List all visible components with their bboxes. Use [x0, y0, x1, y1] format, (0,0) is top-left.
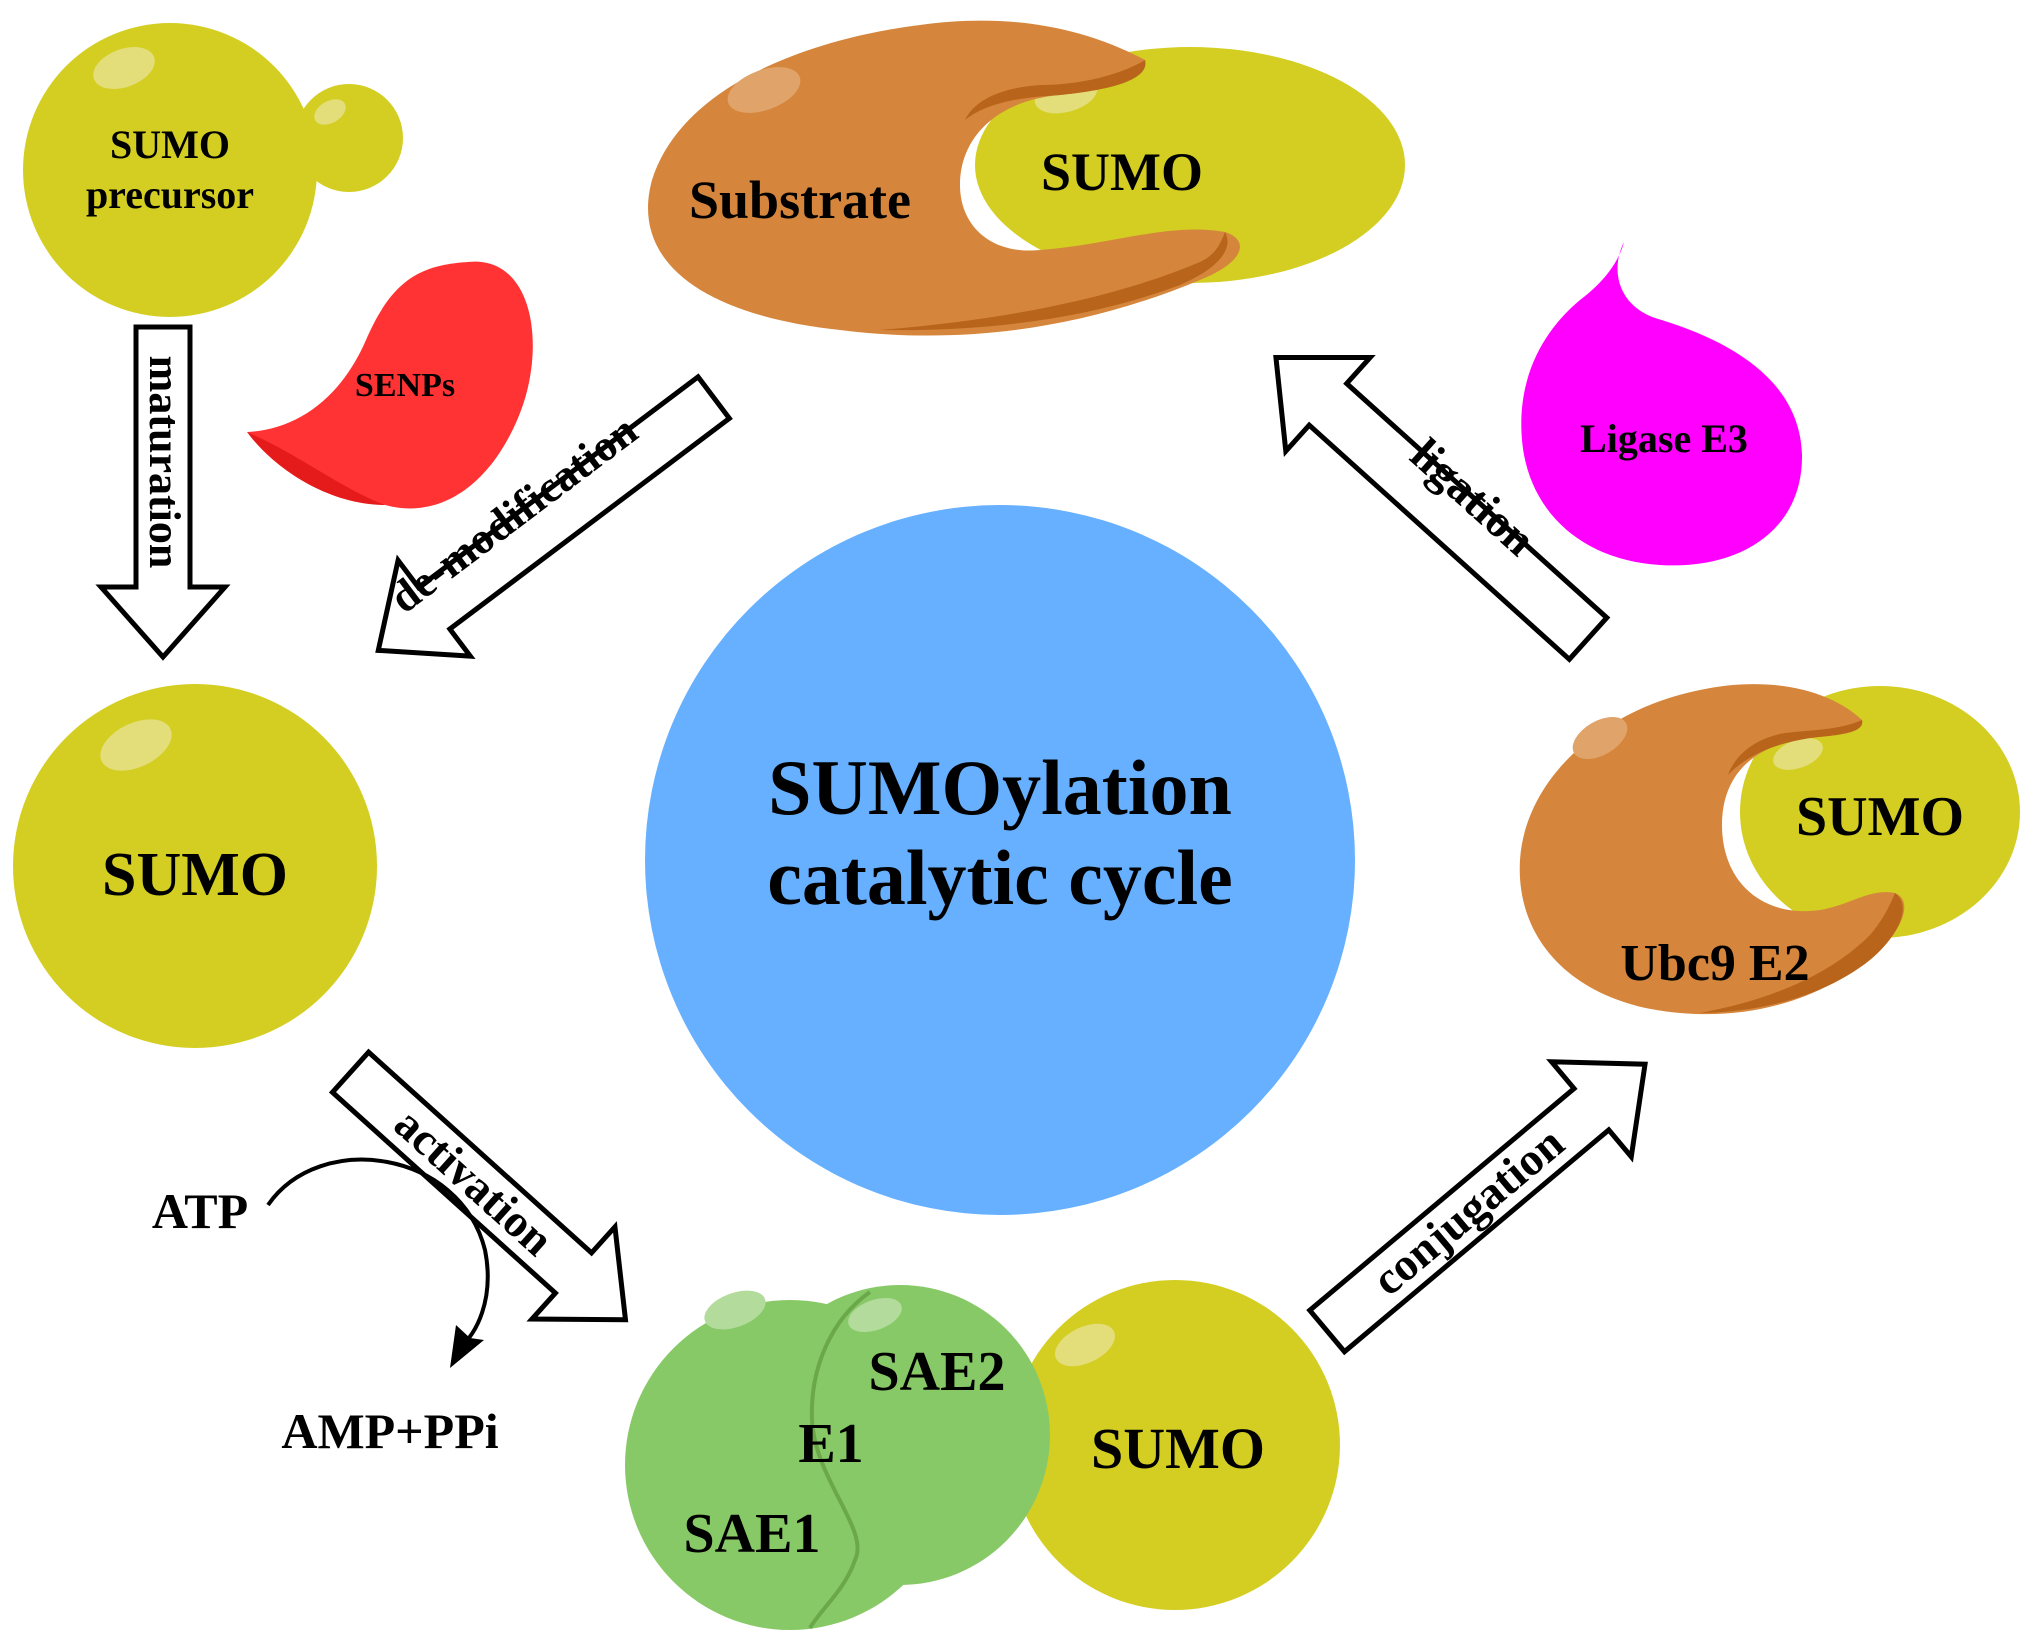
free-sumo-label: SUMO	[102, 841, 288, 909]
e1-sumo-highlight	[1055, 1323, 1115, 1367]
substrate-complex-node: Substrate SUMO	[648, 20, 1405, 336]
e2-highlight	[1572, 716, 1628, 760]
activation-label: activation	[385, 1098, 563, 1266]
free-sumo-node: SUMO	[13, 684, 377, 1048]
sumo-precursor-tail-highlight	[314, 99, 346, 125]
atp-curve-arrowhead	[450, 1325, 484, 1368]
center-circle	[645, 505, 1355, 1215]
conjugation-arrow: conjugation	[1306, 1059, 1648, 1356]
demodification-arrow-shape	[375, 373, 733, 660]
ligase-e3-shape	[1521, 242, 1803, 566]
ligase-e3-label: Ligase E3	[1580, 416, 1748, 461]
e2-body	[1519, 684, 1905, 1015]
e1-sumo-label: SUMO	[1091, 1416, 1265, 1481]
free-sumo-circle	[13, 684, 377, 1048]
senps-node: SENPs	[247, 261, 533, 509]
sae2-highlight	[848, 1297, 902, 1333]
atp-reaction: ATP AMP+PPi	[152, 1157, 499, 1459]
ligase-e3-node: Ligase E3	[1521, 242, 1803, 566]
substrate-body	[648, 20, 1240, 336]
maturation-arrow-shape	[95, 324, 231, 661]
substrate-highlight	[727, 67, 801, 113]
sumo-precursor-body	[23, 23, 317, 317]
amp-ppi-label: AMP+PPi	[281, 1403, 498, 1459]
conjugation-label: conjugation	[1362, 1117, 1573, 1306]
atp-curve	[266, 1157, 490, 1347]
e2-sumo-label: SUMO	[1796, 786, 1964, 848]
center-node: SUMOylation catalytic cycle	[645, 505, 1355, 1215]
senps-shading	[247, 432, 385, 505]
e1-sumo-circle	[1010, 1280, 1340, 1610]
free-sumo-highlight	[100, 719, 172, 771]
substrate-upper-shading	[965, 60, 1146, 120]
center-title-line1: SUMOylation	[768, 744, 1232, 831]
sae1-highlight	[704, 1290, 766, 1330]
center-title-line2: catalytic cycle	[767, 834, 1233, 921]
senps-shape	[247, 261, 533, 509]
e2-label: Ubc9 E2	[1620, 935, 1809, 992]
ligation-arrow-shape	[1273, 354, 1611, 663]
activation-arrow-shape	[328, 1048, 629, 1323]
sumo-precursor-label-line1: SUMO	[110, 122, 230, 167]
conjugation-arrow-shape	[1306, 1059, 1648, 1356]
sumo-precursor-label-line2: precursor	[86, 172, 254, 217]
e1-label: E1	[798, 1413, 863, 1475]
sae-divider	[808, 1290, 872, 1630]
maturation-label: maturation	[140, 356, 189, 569]
e2-lower-shading	[1700, 893, 1903, 1013]
sae2-circle	[750, 1285, 1050, 1585]
substrate-label: Substrate	[689, 170, 911, 230]
senps-label: SENPs	[355, 367, 455, 404]
sumo-precursor-highlight	[93, 47, 155, 89]
atp-label: ATP	[152, 1183, 248, 1239]
sae2-label: SAE2	[869, 1341, 1006, 1403]
sumo-precursor-node: SUMO precursor	[23, 23, 403, 317]
substrate-lower-shading	[880, 232, 1228, 331]
e2-complex-node: SUMO Ubc9 E2	[1519, 684, 2020, 1015]
e2-upper-shading	[1728, 720, 1863, 775]
maturation-arrow: maturation	[95, 324, 231, 661]
e1-complex-node: SAE2 E1 SAE1 SUMO	[625, 1280, 1340, 1630]
e2-sumo-highlight	[1773, 738, 1823, 770]
sae1-label: SAE1	[684, 1503, 821, 1565]
substrate-sumo-label: SUMO	[1041, 142, 1203, 202]
activation-arrow: activation	[328, 1048, 629, 1323]
